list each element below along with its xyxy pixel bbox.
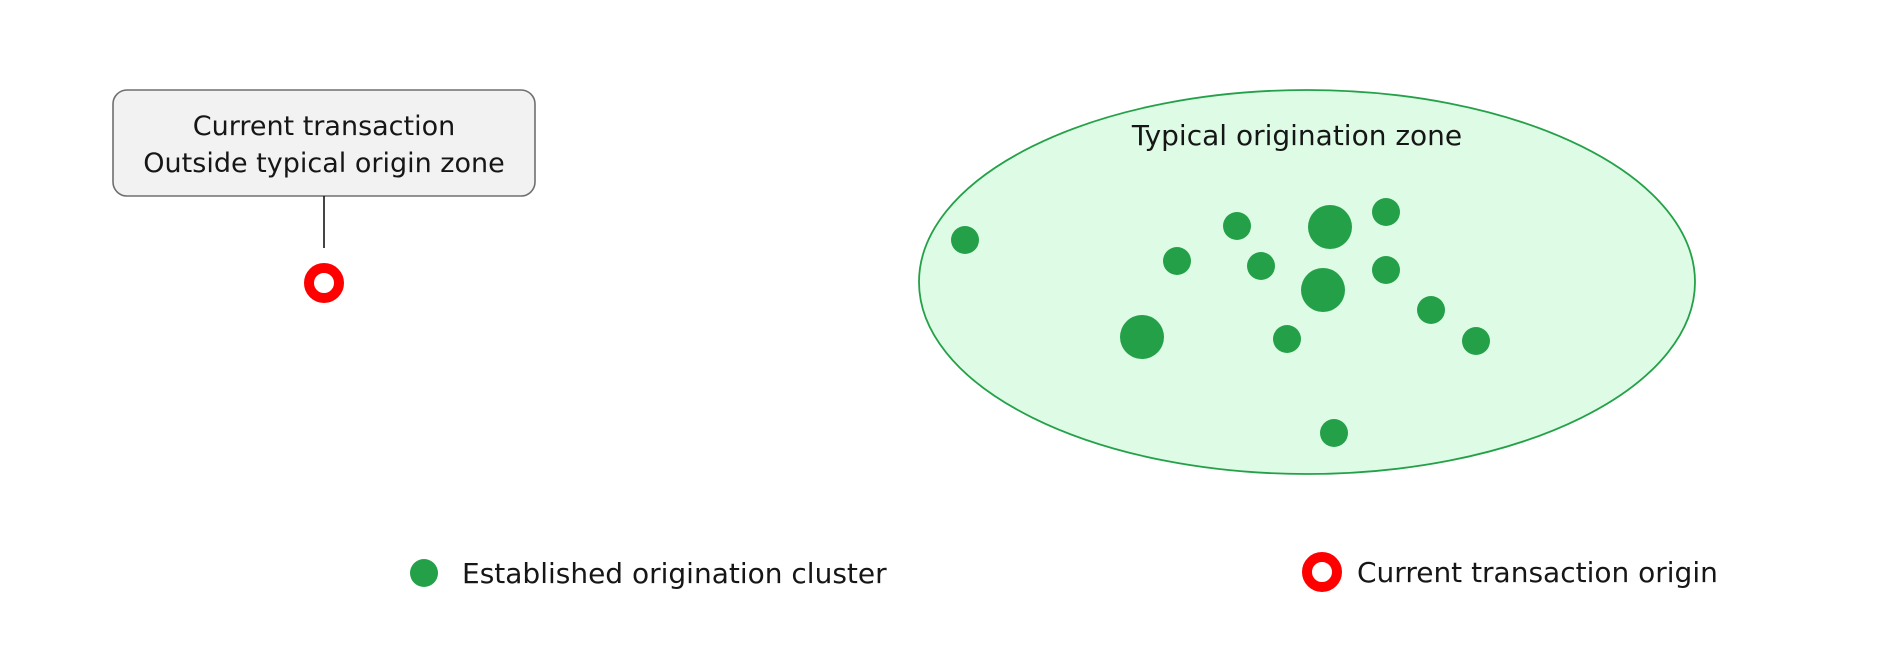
cluster-point <box>1120 315 1164 359</box>
cluster-point <box>1320 419 1348 447</box>
legend-cluster-label: Established origination cluster <box>462 557 887 590</box>
callout-line-2: Outside typical origin zone <box>143 148 504 179</box>
cluster-point <box>1372 198 1400 226</box>
callout-box <box>112 89 536 197</box>
legend: Established origination cluster Current … <box>410 552 1718 592</box>
legend-item-origin: Current transaction origin <box>1302 552 1718 592</box>
cluster-point <box>1372 256 1400 284</box>
legend-origin-label: Current transaction origin <box>1357 556 1718 589</box>
cluster-point <box>951 226 979 254</box>
cluster-point <box>1301 268 1345 312</box>
cluster-point <box>1273 325 1301 353</box>
legend-item-cluster: Established origination cluster <box>410 557 887 590</box>
cluster-point <box>1308 205 1352 249</box>
cluster-points <box>951 198 1490 447</box>
callout-line-1: Current transaction <box>193 111 456 142</box>
cluster-point <box>1163 247 1191 275</box>
current-origin-marker <box>304 263 344 303</box>
origination-zone: Typical origination zone <box>918 89 1696 475</box>
cluster-point <box>1417 296 1445 324</box>
cluster-point-icon <box>410 559 438 587</box>
cluster-point <box>1247 252 1275 280</box>
cluster-point <box>1462 327 1490 355</box>
zone-label: Typical origination zone <box>1131 119 1462 152</box>
callout: Current transaction Outside typical orig… <box>112 89 536 248</box>
current-origin-ring-icon <box>1302 552 1342 592</box>
cluster-point <box>1223 212 1251 240</box>
current-origin-ring-icon <box>304 263 344 303</box>
